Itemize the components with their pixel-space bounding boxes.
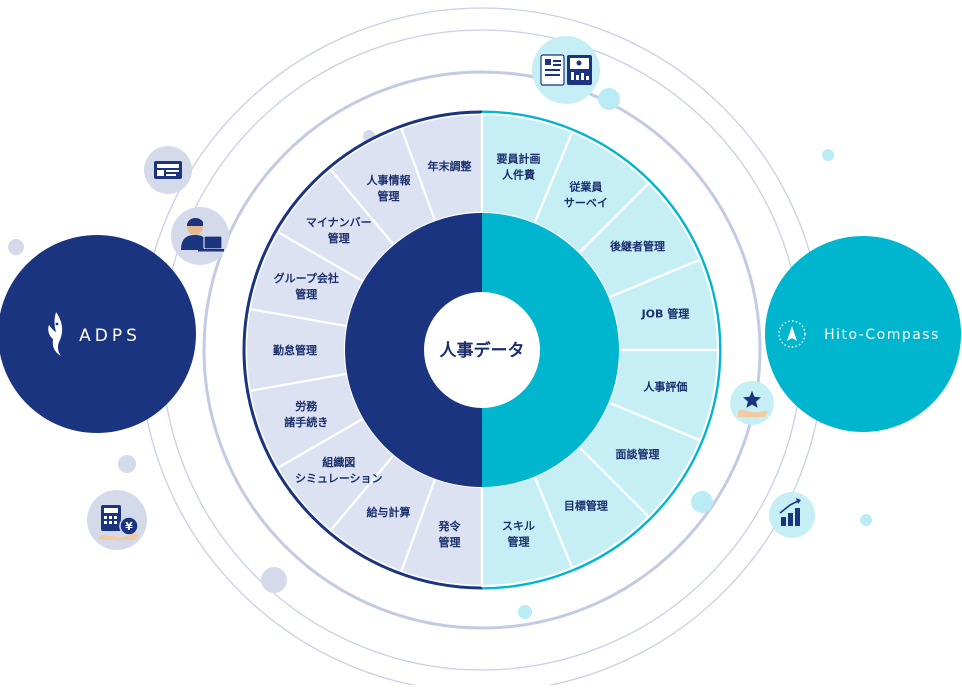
orbit-dot	[261, 567, 287, 593]
star-hand-icon	[730, 381, 774, 425]
orbit-dot	[598, 88, 620, 110]
left-segment-label: 勤怠管理	[273, 343, 317, 357]
orbit-dot	[8, 239, 24, 255]
left-segment-label: 人事情報	[367, 173, 412, 187]
adps-node: ADPS	[0, 235, 196, 433]
id-card-icon	[144, 146, 192, 194]
adps-name: ADPS	[79, 326, 141, 346]
right-segment-label: 従業員	[568, 180, 602, 194]
hito-compass-circle	[765, 236, 961, 432]
orbit-dot	[118, 455, 136, 473]
hito-compass-name: Hito-Compass	[824, 327, 940, 343]
right-segment-label: 要員計画	[496, 152, 540, 166]
right-segment-label: 目標管理	[564, 498, 608, 512]
right-segment-label: 面談管理	[615, 447, 659, 461]
inner-right-half	[482, 213, 619, 487]
orbit-dot	[822, 149, 834, 161]
right-segment-label: スキル	[502, 519, 535, 532]
left-segment-label: 管理	[378, 189, 400, 203]
right-segments	[480, 112, 720, 588]
svg-text:¥: ¥	[125, 520, 133, 533]
orbit-inner	[202, 70, 762, 630]
center-label: 人事データ	[440, 340, 525, 361]
wheel-outer-ring	[242, 110, 483, 590]
right-segment-label: サーベイ	[564, 197, 608, 210]
right-segment-label: 後継者管理	[610, 239, 665, 253]
orbit-dot	[518, 605, 532, 619]
wheel-outer-ring	[481, 110, 722, 590]
right-segment-label: 人事評価	[643, 379, 687, 393]
right-segment-label: 人件費	[502, 168, 535, 182]
left-segment-label: 給与計算	[367, 505, 411, 519]
left-segment-label: 管理	[439, 535, 461, 549]
calculator-yen-icon: ¥	[87, 490, 147, 550]
left-segment-label: 年末調整	[428, 159, 472, 173]
orbit-dot	[691, 491, 713, 513]
compass-icon	[778, 320, 806, 348]
dashboard-icon	[532, 36, 600, 104]
left-segment-label: シミュレーション	[295, 472, 383, 485]
inner-left-half	[345, 213, 482, 487]
center-circle	[424, 292, 540, 408]
left-segment-label: マイナンバー	[306, 216, 372, 229]
left-segment-label: 組織図	[322, 455, 355, 469]
hito-compass-node: Hito-Compass	[765, 236, 961, 432]
growth-chart-icon	[769, 492, 815, 538]
koi-fish-logo-icon	[48, 312, 63, 356]
left-segment-label: 管理	[328, 231, 350, 245]
left-segment-label: 労務	[295, 399, 318, 413]
left-segment-label: 管理	[295, 287, 317, 301]
left-segment-label: 諸手続き	[284, 415, 328, 429]
left-segment-label: グループ会社	[274, 271, 339, 285]
adps-circle	[0, 235, 196, 433]
left-segment-label: 発令	[438, 519, 462, 533]
right-segment-label: JOB 管理	[641, 307, 690, 321]
orbit-dot	[860, 514, 872, 526]
right-segment-label: 管理	[507, 534, 529, 548]
operator-icon	[171, 207, 229, 265]
